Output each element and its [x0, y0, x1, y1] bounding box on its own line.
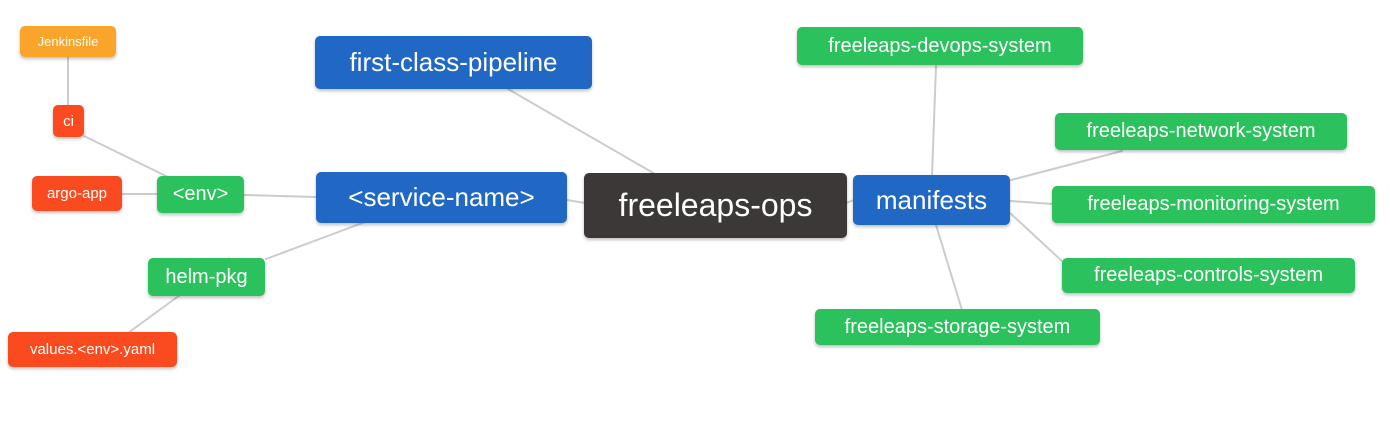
node-manifests[interactable]: manifests — [853, 175, 1010, 225]
node-service-name[interactable]: <service-name> — [316, 172, 567, 223]
edge-ops-manifests — [845, 199, 855, 204]
node-freeleaps-devops-system[interactable]: freeleaps-devops-system — [797, 27, 1083, 65]
edge-manifests-monitoring-system — [1009, 200, 1054, 205]
node-first-class-pipeline[interactable]: first-class-pipeline — [315, 36, 592, 89]
node-freeleaps-network-system[interactable]: freeleaps-network-system — [1055, 113, 1347, 150]
edge-manifests-storage-system — [935, 224, 963, 311]
node-jenkinsfile[interactable]: Jenkinsfile — [20, 26, 116, 57]
edge-manifests-devops-system — [931, 65, 937, 177]
edge-service-name-env — [243, 194, 317, 198]
edge-manifests-controls-system — [1009, 212, 1064, 263]
node-values-env-yaml[interactable]: values.<env>.yaml — [8, 332, 177, 367]
node-env[interactable]: <env> — [157, 176, 244, 213]
node-freeleaps-monitoring-system[interactable]: freeleaps-monitoring-system — [1052, 186, 1375, 223]
edge-env-ci — [83, 135, 169, 178]
edge-ops-service-name — [566, 199, 586, 204]
node-argo-app[interactable]: argo-app — [32, 176, 122, 211]
edge-manifests-network-system — [1010, 150, 1123, 181]
edge-helm-pkg-values — [127, 294, 181, 334]
edge-ops-first-class-pipeline — [507, 88, 656, 175]
edge-service-name-helm-pkg — [265, 221, 366, 260]
node-freeleaps-storage-system[interactable]: freeleaps-storage-system — [815, 309, 1100, 345]
node-ci[interactable]: ci — [53, 105, 84, 137]
node-helm-pkg[interactable]: helm-pkg — [148, 258, 265, 296]
node-freeleaps-ops[interactable]: freeleaps-ops — [584, 173, 847, 238]
node-freeleaps-controls-system[interactable]: freeleaps-controls-system — [1062, 258, 1355, 293]
